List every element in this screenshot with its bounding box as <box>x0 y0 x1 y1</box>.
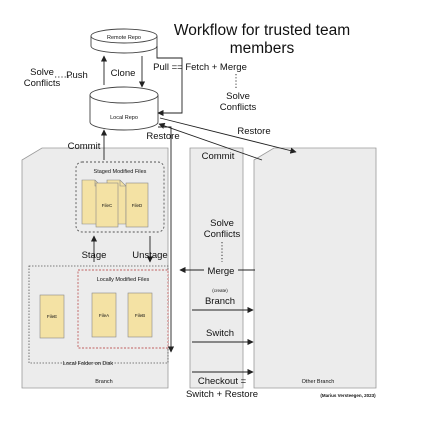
commit-arrow-right <box>158 122 263 161</box>
solve-conflicts-left-line-1: Solve <box>30 67 54 78</box>
file-e-card <box>39 294 65 339</box>
file-a-text: FileA <box>99 313 109 318</box>
file-e-text: FileE <box>47 314 57 319</box>
solve-conflicts-left-line-2: Conflicts <box>24 78 61 89</box>
merge-label: Merge <box>208 266 235 277</box>
pull-arrow <box>156 46 183 117</box>
checkout-line-1: Checkout = <box>198 376 247 387</box>
file-c-text: FileC <box>102 203 113 208</box>
staged-files-label: Staged Modified Files <box>94 169 147 175</box>
branch-label: Branch <box>95 379 112 385</box>
pull-label: Pull == Fetch + Merge <box>153 62 247 73</box>
commit-left-label: Commit <box>68 141 101 152</box>
modified-files-label: Locally Modified Files <box>97 277 150 283</box>
local-repo-label: Local Repo <box>110 115 138 121</box>
merge-label-bg <box>204 264 238 276</box>
push-label: Push <box>66 70 88 81</box>
local-repo: Local Repo <box>89 86 159 131</box>
solve-conflicts-top-line-1: Solve <box>226 91 250 102</box>
create-label: (create) <box>212 288 228 293</box>
title-line-1: Workflow for trusted team <box>174 22 350 39</box>
checkout-line-2: Switch + Restore <box>186 389 258 400</box>
credit: (Marius Versteegen, 2023) <box>320 393 376 398</box>
switch-label: Switch <box>206 328 234 339</box>
file-b-text: FileB <box>135 313 145 318</box>
file-b-card <box>127 292 153 338</box>
file-d-text: FileD <box>132 203 143 208</box>
solve-conflicts-mid-line-1: Solve <box>210 218 234 229</box>
remote-repo-label: Remote Repo <box>107 35 141 41</box>
unstage-label: Unstage <box>132 250 167 261</box>
solve-conflicts-top-line-2: Conflicts <box>220 102 257 113</box>
branch-arrow-label: Branch <box>205 296 235 307</box>
restore-local-label: Restore <box>146 131 179 142</box>
file-a-card <box>91 292 117 338</box>
other-branch-label: Other Branch <box>302 379 335 385</box>
restore-other-arrow <box>159 117 297 154</box>
restore-other-label: Restore <box>237 126 270 137</box>
title-line-2: members <box>230 40 295 57</box>
stage-label: Stage <box>82 250 107 261</box>
other-branch-panel <box>253 147 377 389</box>
local-folder-label: Local Folder on Disk <box>63 361 113 367</box>
file-d-card <box>125 182 149 228</box>
remote-repo: Remote Repo <box>90 28 158 54</box>
solve-conflicts-mid-line-2: Conflicts <box>204 229 241 240</box>
commit-right-label: Commit <box>202 151 235 162</box>
file-c-card <box>95 182 119 228</box>
clone-label: Clone <box>111 68 136 79</box>
